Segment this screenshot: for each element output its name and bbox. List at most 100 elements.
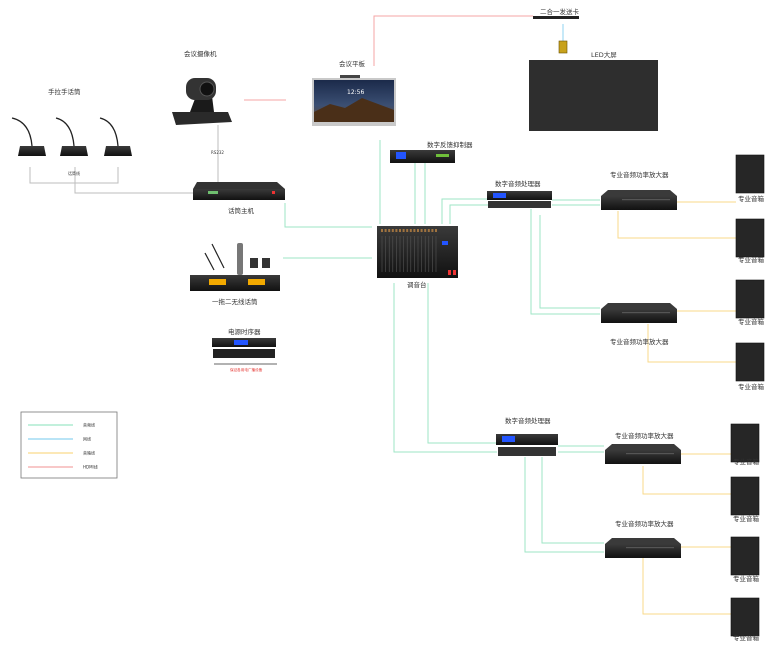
speaker-label: 专业音箱 [733,633,760,642]
led-screen-label: LED大屏 [591,50,617,59]
channel-knob [406,229,409,232]
led-screen-icon [529,60,658,131]
handheld-mics: 手拉手话筒 话筒线 [11,87,132,176]
channel-knob [431,229,434,232]
led-screen: LED大屏 [529,50,658,131]
channel-knob [391,229,394,232]
sender-card-icon [533,16,579,19]
audio-line-mixer-proc1-b [449,204,488,224]
speaker-cabinet-icon [730,423,760,463]
audio-processor-1: 数字音频处理器 [487,179,552,208]
speaker-label: 专业音箱 [733,574,760,583]
channel-knob [413,229,416,232]
audio-processor-2: 数字音频处理器 [496,416,558,456]
audio-line-proc2-amp4-b [541,457,604,544]
rs232-label: RS232 [211,150,224,155]
camera-label: 会议摄像机 [184,49,217,58]
channel-knob [402,229,405,232]
channel-knob [388,229,391,232]
channel-knob [399,229,401,232]
sender-card: 二合一发送卡 [533,7,580,54]
legend-label: HDMI线 [83,464,98,470]
speaker-cabinet-icon [735,279,765,319]
audio-line-mixer-proc2-a [393,283,497,453]
mic-cable-to-host [74,183,195,194]
audio-line-proc1-amp2-b [539,215,600,309]
mic-host-label: 话筒主机 [228,206,255,215]
mic-cable-label: 话筒线 [68,170,80,176]
channel-knob [417,229,419,232]
legend-label: 音箱线 [83,450,95,456]
sender-card-label: 二合一发送卡 [540,7,580,16]
power-amplifier-1: 专业音频功率放大器 [601,170,677,210]
amplifier-icon [605,538,681,558]
speaker: 专业音箱 [730,476,760,523]
audio-line-host-mixer [284,203,372,228]
processor-2-label: 数字音频处理器 [505,416,551,425]
legend-label: 网线 [83,436,91,442]
channel-knob [381,229,383,232]
mixer-faders [381,229,437,272]
speaker-line-amp4-spk8 [642,558,731,615]
speaker: 专业音箱 [730,423,760,466]
wireless-mic-receiver-icon [190,243,280,291]
speaker-cabinet-icon [735,218,765,258]
interactive-display-icon: 12:56 [312,75,396,126]
tablet-label: 会议平板 [339,59,366,68]
legend-label: 音频线 [83,422,95,428]
speaker-label: 专业音箱 [738,255,765,264]
power-sequencer-note: 保证各用电广播设备 [230,367,263,372]
speaker-label: 专业音箱 [738,194,765,203]
amp-3-label: 专业音频功率放大器 [615,431,674,440]
speaker-cabinet-icon [730,597,760,637]
audio-line-proc1-amp2-a [530,209,600,315]
power-sequencer-icon [212,338,276,358]
speaker-label: 专业音箱 [738,382,765,391]
amplifier-icon [601,303,677,323]
mixing-console-icon [377,226,458,278]
power-amplifier-2: 专业音频功率放大器 [601,303,677,346]
power-amplifier-4: 专业音频功率放大器 [605,519,681,558]
speaker-cabinet-icon [730,536,760,576]
audio-line-mixer-proc2-b [427,283,497,444]
wireless-mic-label: 一拖二无线话筒 [212,297,258,306]
channel-knob [395,229,398,232]
mixer: 调音台 [377,226,458,289]
processor-1-label: 数字音频处理器 [495,179,541,188]
channel-knob [435,229,437,232]
amp-2-label: 专业音频功率放大器 [610,337,669,346]
channel-knob [424,229,427,232]
dsp-unit-icon [496,434,558,456]
tablet-clock: 12:56 [347,89,364,96]
channel-knob [427,229,430,232]
speaker: 专业音箱 [735,218,765,264]
feedback-suppressor: 数字反馈抑制器 [390,140,473,163]
desk-mic-icon [11,117,46,156]
speaker: 专业音箱 [730,597,760,642]
legend-box [20,411,118,479]
amplifier-icon [601,190,677,210]
conference-tablet: 会议平板 12:56 [312,59,396,126]
wireless-mic: 一拖二无线话筒 [190,243,280,306]
amplifier-icon [605,444,681,464]
power-sequencer-label: 电源时序器 [228,327,261,336]
conference-camera: 会议摄像机 RS232 [172,49,232,155]
ptz-camera-icon [172,78,232,125]
power-amplifier-3: 专业音频功率放大器 [605,431,681,464]
speaker-line-amp1-spk2 [617,211,736,239]
speaker-cabinet-icon [735,342,765,382]
speaker-label: 专业音箱 [733,514,760,523]
desk-mic-icon [99,117,132,156]
speaker-cabinet-icon [730,476,760,516]
amp-4-label: 专业音频功率放大器 [615,519,674,528]
speaker: 专业音箱 [735,154,765,203]
speaker: 专业音箱 [730,536,760,583]
channel-knob [420,229,423,232]
hdmi-line-tablet-sender [373,15,533,66]
speaker-cabinet-icon [735,154,765,194]
channel-knob [384,229,387,232]
speaker-line-amp3-spk6 [642,466,731,495]
